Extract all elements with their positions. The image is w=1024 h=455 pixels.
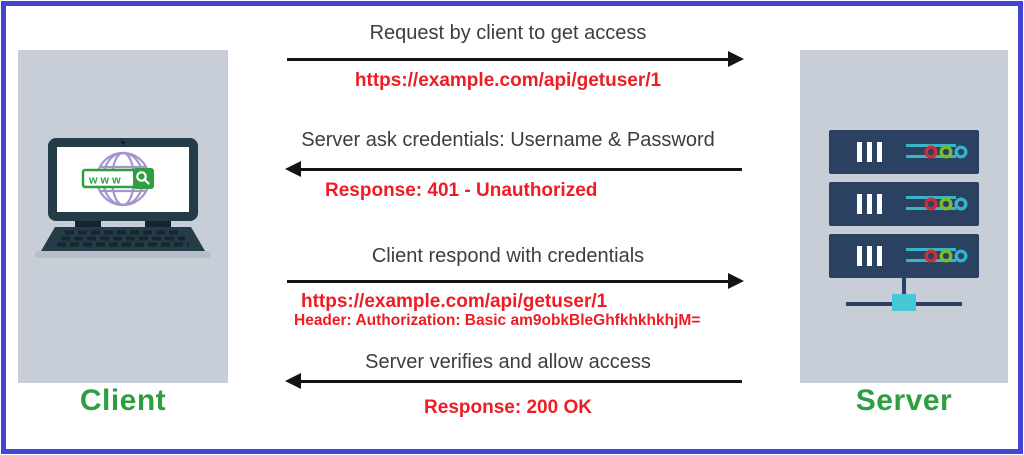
- server-unit-1: [829, 130, 979, 174]
- message-2-label: Server ask credentials: Username & Passw…: [301, 129, 715, 151]
- network-connector-icon: [846, 278, 962, 311]
- message-4-detail: Response: 200 OK: [424, 397, 592, 418]
- client-label: Client: [79, 384, 167, 417]
- led-cyan-icon: [954, 145, 968, 159]
- led-green-icon: [939, 145, 953, 159]
- webcam-dot-icon: [121, 140, 125, 145]
- arrow-left-icon: [285, 373, 742, 389]
- message-2-detail: Response: 401 - Unauthorized: [325, 180, 598, 201]
- led-red-icon: [924, 145, 938, 159]
- led-red-icon: [924, 197, 938, 211]
- arrow-right-icon: [287, 51, 744, 67]
- server-unit-3: [829, 234, 979, 278]
- server-unit-2: [829, 182, 979, 226]
- led-green-icon: [939, 197, 953, 211]
- arrow-left-icon: [285, 161, 742, 177]
- led-cyan-icon: [954, 249, 968, 263]
- led-green-icon: [939, 249, 953, 263]
- server-panel: [800, 50, 1008, 383]
- message-1-label: Request by client to get access: [369, 22, 647, 44]
- keyboard-keys: [57, 230, 189, 247]
- server-rack-icon: [824, 130, 984, 325]
- www-label: www: [88, 175, 124, 187]
- message-4-label: Server verifies and allow access: [365, 351, 651, 373]
- message-3-detail-url: https://example.com/api/getuser/1: [301, 291, 608, 312]
- laptop-icon: www: [35, 138, 211, 258]
- client-panel: www: [18, 50, 228, 383]
- www-search-bar: www: [81, 168, 154, 189]
- client-laptop-icon: www: [33, 138, 213, 264]
- message-1-detail: https://example.com/api/getuser/1: [354, 70, 662, 91]
- message-3-label: Client respond with credentials: [371, 245, 645, 267]
- server-label: Server: [855, 384, 953, 417]
- led-cyan-icon: [954, 197, 968, 211]
- magnifier-icon: [133, 168, 154, 189]
- message-3-detail-header: Header: Authorization: Basic am9obkBleGh…: [294, 312, 701, 329]
- arrow-right-icon: [287, 273, 744, 289]
- led-red-icon: [924, 249, 938, 263]
